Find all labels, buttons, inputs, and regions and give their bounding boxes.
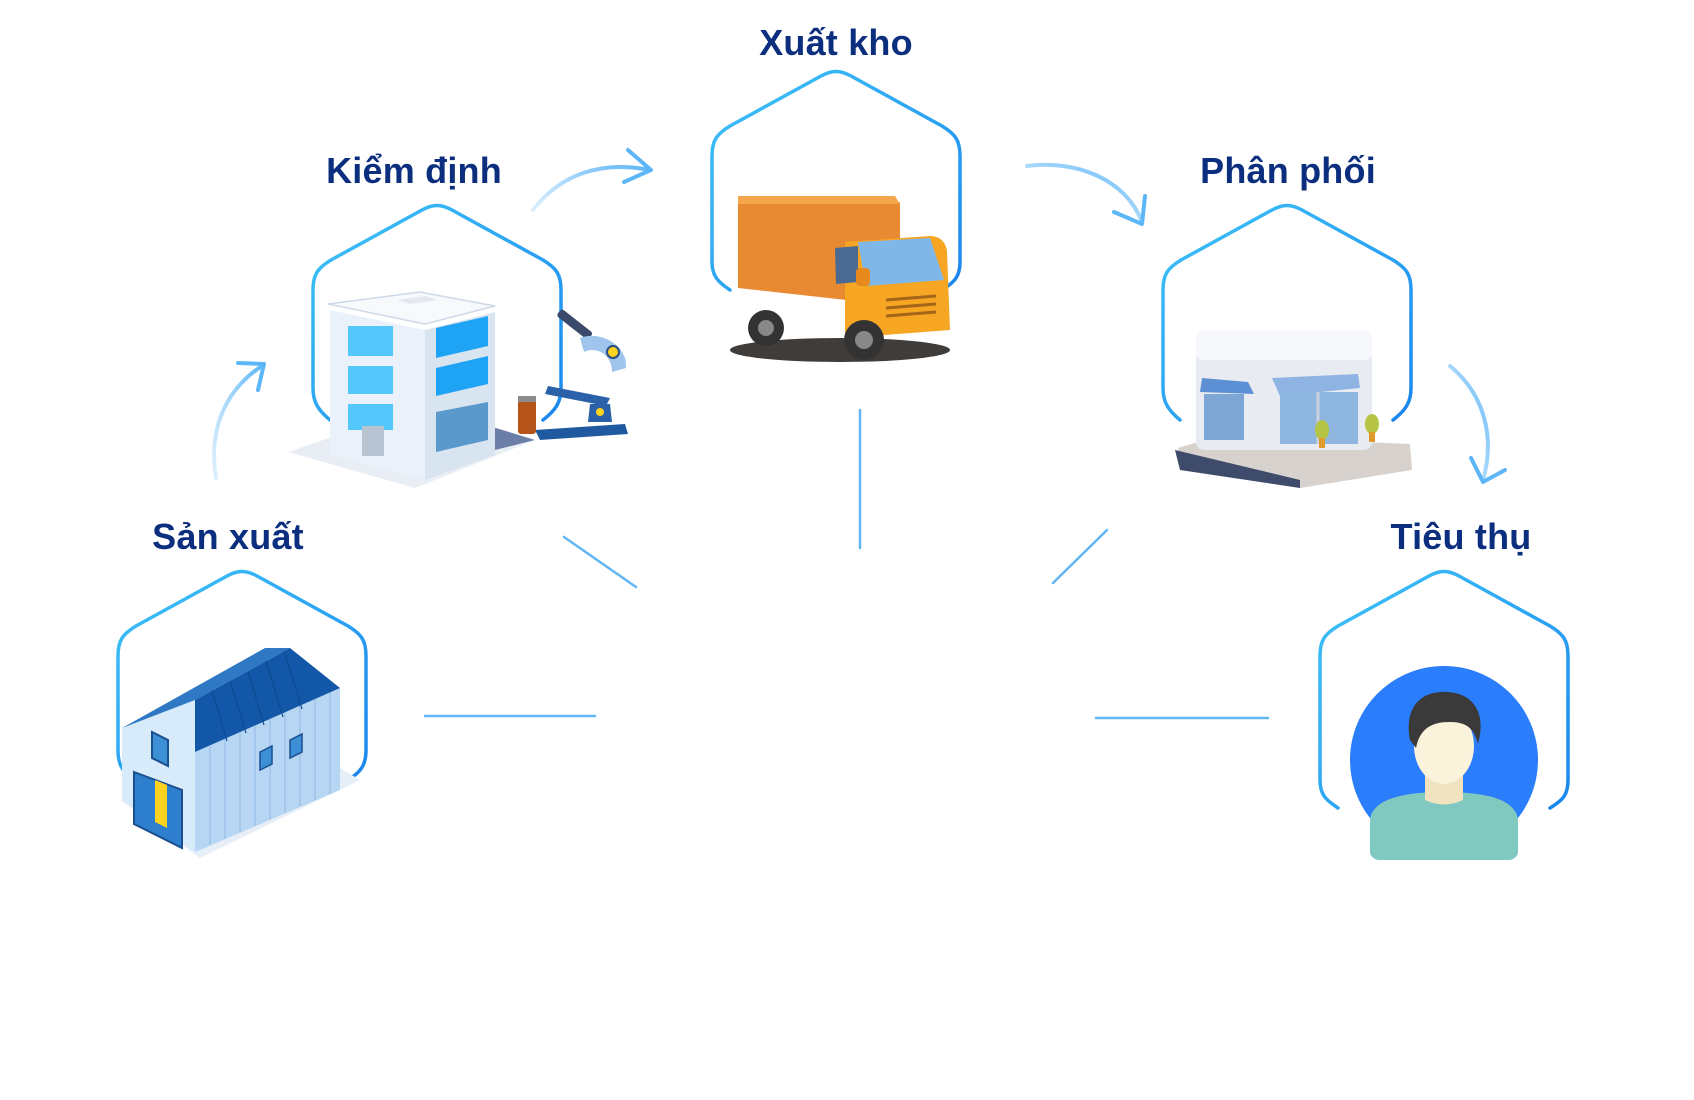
connector-line-phan-phoi bbox=[1051, 528, 1109, 585]
step-label-tieu-thu: Tiêu thụ bbox=[1390, 516, 1532, 557]
lab-building-microscope-icon bbox=[288, 291, 628, 488]
arrow-kiem-dinh-to-xuat-kho bbox=[531, 148, 653, 212]
flow-arrows bbox=[212, 148, 1507, 484]
factory-barn-icon bbox=[120, 648, 360, 858]
step-label-kiem-dinh: Kiểm định bbox=[326, 150, 502, 191]
retail-store-icon bbox=[1175, 330, 1412, 488]
hexagon-frame-kiem-dinh bbox=[311, 203, 563, 422]
connector-line-kiem-dinh bbox=[562, 535, 638, 589]
step-label-phan-phoi: Phân phối bbox=[1200, 150, 1376, 191]
hexagon-frames bbox=[116, 69, 1570, 810]
delivery-truck-icon bbox=[730, 196, 950, 362]
arrow-san-xuat-to-kiem-dinh bbox=[212, 361, 266, 480]
arrow-xuat-kho-to-phan-phoi bbox=[1025, 162, 1147, 226]
hexagon-frame-tieu-thu bbox=[1318, 569, 1570, 810]
consumer-avatar-icon bbox=[1350, 666, 1538, 860]
connector-lines bbox=[423, 408, 1270, 720]
hexagon-frame-san-xuat bbox=[116, 569, 368, 782]
step-label-san-xuat: Sản xuất bbox=[152, 516, 304, 557]
hexagon-frame-xuat-kho bbox=[710, 69, 962, 292]
arrow-phan-phoi-to-tieu-thu bbox=[1448, 364, 1507, 484]
step-label-xuat-kho: Xuất kho bbox=[759, 22, 913, 63]
hexagon-frame-phan-phoi bbox=[1161, 203, 1413, 422]
